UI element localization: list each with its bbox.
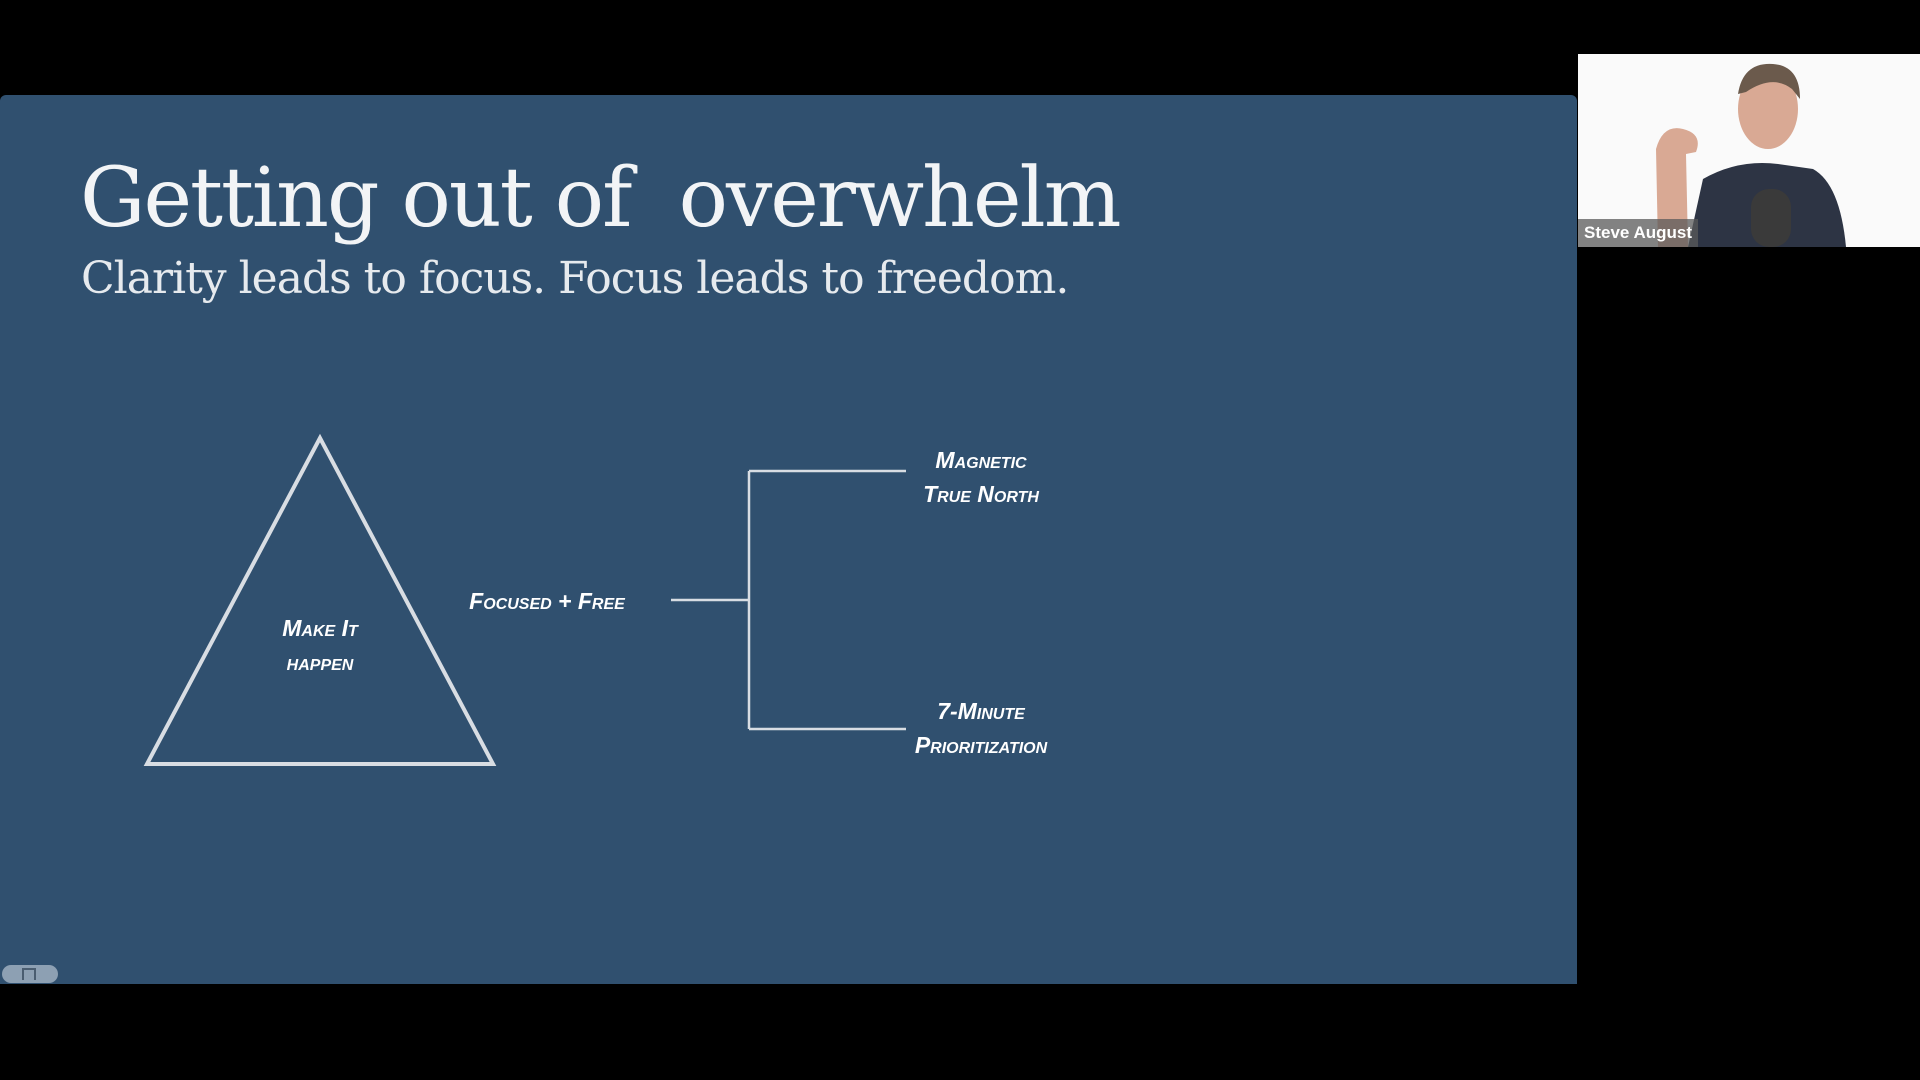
screen-share-control-button[interactable]: [2, 965, 58, 983]
slide-subtitle: Clarity leads to focus. Focus leads to f…: [81, 253, 1069, 304]
branch-bottom-line2: Prioritization: [914, 732, 1048, 758]
branch-top-label: Magnetic True North: [923, 443, 1039, 511]
triangle-label: Make It happen: [282, 611, 358, 679]
branch-top-line1: Magnetic: [935, 447, 1027, 473]
pyramid-triangle: [143, 433, 497, 766]
screen-icon: [22, 968, 36, 980]
triangle-label-line1: Make It: [282, 615, 358, 641]
branch-bottom-line1: 7-Minute: [937, 698, 1025, 724]
presentation-slide: Getting out of overwhelm Clarity leads t…: [0, 95, 1577, 984]
triangle-label-line2: happen: [286, 649, 354, 675]
slide-title: Getting out of overwhelm: [80, 151, 1122, 246]
diagram: [143, 433, 906, 766]
participant-name: Steve August: [1578, 219, 1699, 247]
branch-top-line2: True North: [923, 481, 1039, 507]
center-label: Focused + Free: [469, 588, 625, 614]
participant-video-feed: [1578, 54, 1920, 247]
branch-bottom-label: 7-Minute Prioritization: [915, 694, 1047, 762]
participant-video-tile[interactable]: Steve August: [1578, 54, 1920, 247]
